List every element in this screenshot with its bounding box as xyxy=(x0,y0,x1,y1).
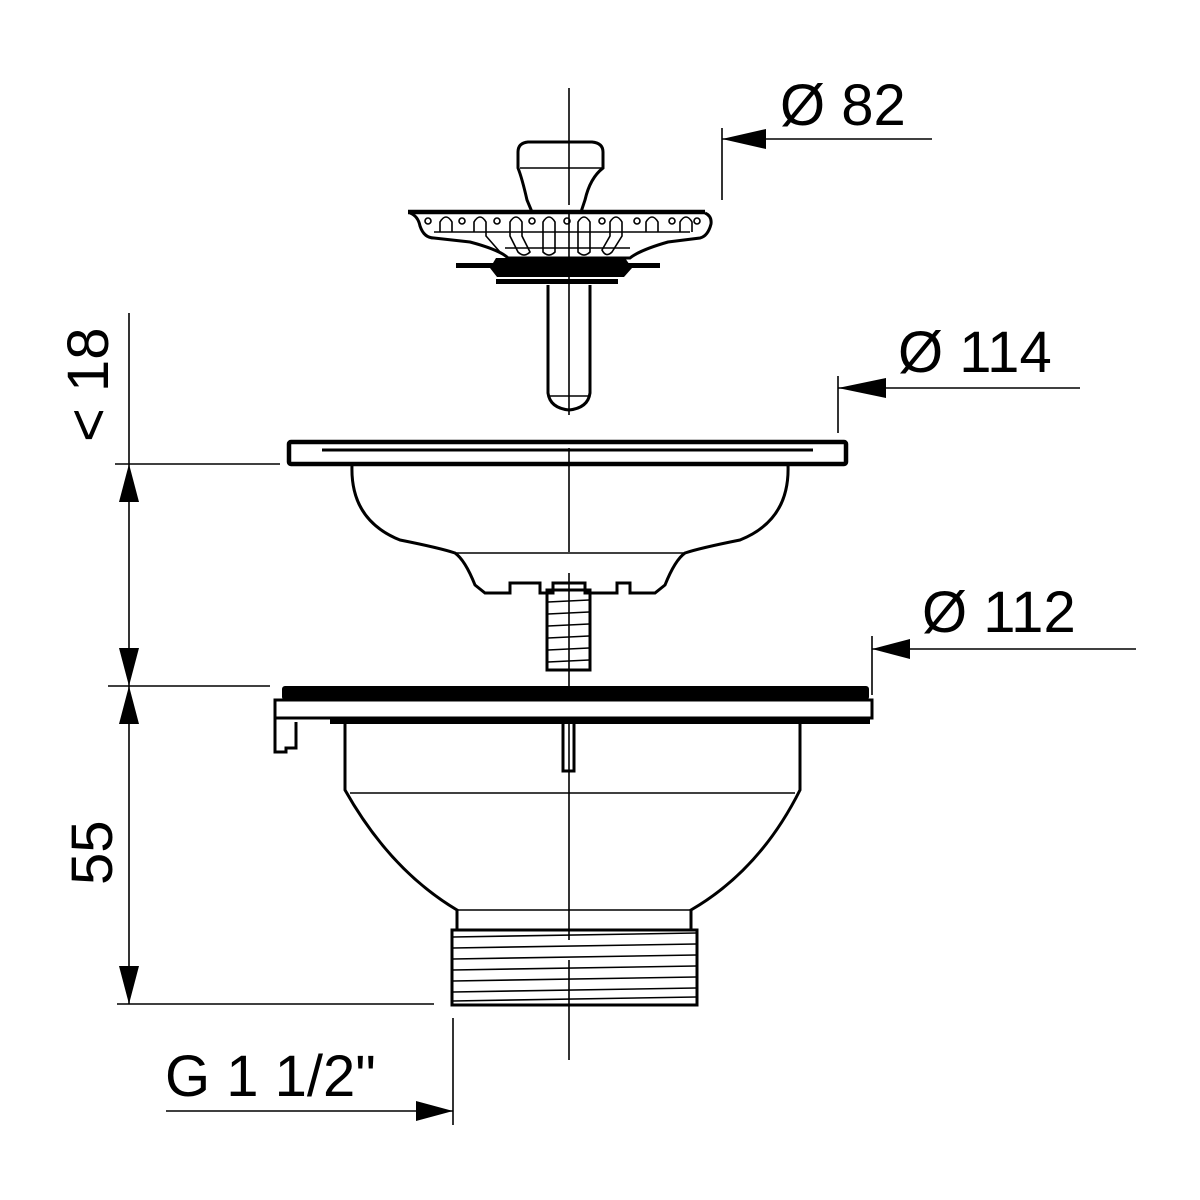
label-flange-diameter: Ø 114 xyxy=(898,320,1052,385)
label-strainer-diameter: Ø 82 xyxy=(780,73,906,138)
outlet-threads xyxy=(452,932,697,1002)
label-outlet-diameter: Ø 112 xyxy=(922,580,1076,645)
dimension-flange-diameter: Ø 114 xyxy=(837,320,1080,433)
stud-threads xyxy=(547,599,590,663)
flange-body xyxy=(286,439,849,672)
dimension-outlet-diameter: Ø 112 xyxy=(871,580,1136,695)
dimension-body-height: 55 xyxy=(60,685,434,1005)
label-flange-thickness: < 18 xyxy=(56,328,121,443)
dimension-strainer-diameter: Ø 82 xyxy=(721,73,932,200)
dimension-flange-thickness: < 18 xyxy=(56,313,280,686)
label-thread: G 1 1/2" xyxy=(165,1044,376,1109)
outlet-body xyxy=(273,686,874,1007)
dimension-thread: G 1 1/2" xyxy=(165,1018,454,1125)
strainer-holes xyxy=(424,217,701,225)
strainer-slots xyxy=(439,216,693,256)
strainer-plug xyxy=(408,140,713,412)
label-body-height: 55 xyxy=(60,820,125,885)
